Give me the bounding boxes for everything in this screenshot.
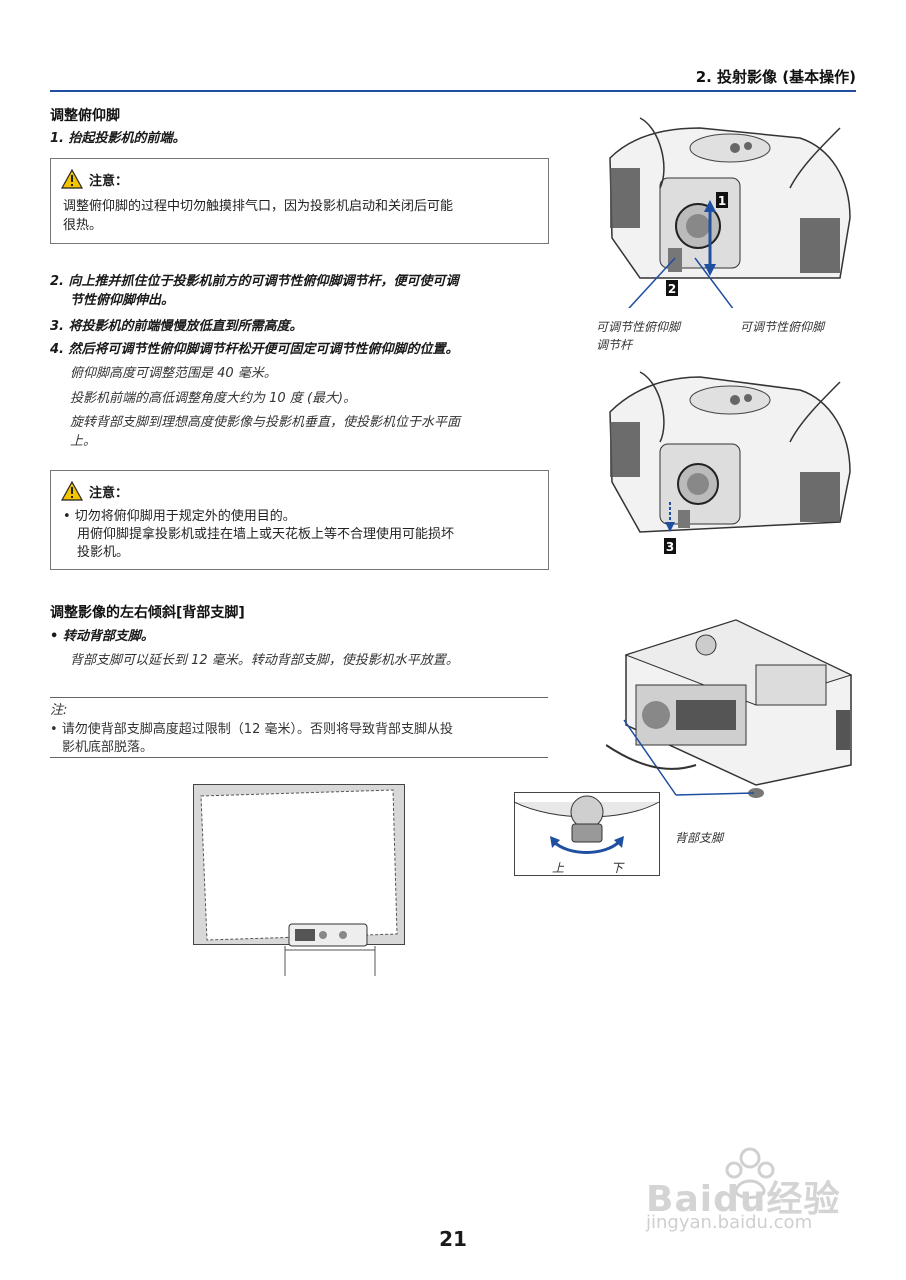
sub-text-angle: 投影机前端的高低调整角度大约为 10 度 (最大)。 <box>70 391 357 406</box>
step-4: 4. 然后将可调节性俯仰脚调节杆松开便可固定可调节性俯仰脚的位置。 <box>50 342 459 357</box>
step-1: 1. 抬起投影机的前端。 <box>50 131 186 146</box>
step-2-line1: 2. 向上推并抓住位于投影机前方的可调节性俯仰脚调节杆，便可使可调 <box>50 274 459 289</box>
projector-lowered-figure: 3 <box>609 371 851 554</box>
note-line1: • 请勿使背部支脚高度超过限制（12 毫米）。否则将导致背部支脚从投 <box>50 722 453 737</box>
bullet-rotate-rear-foot: • 转动背部支脚。 <box>50 629 154 644</box>
caution2-bullet-line1: • 切勿将俯仰脚用于规定外的使用目的。 <box>63 509 296 524</box>
projector-front-tilt-figure: 1 2 <box>609 117 851 308</box>
note-label: 注: <box>50 703 68 718</box>
knob-down-label: 下 <box>611 861 624 875</box>
baidu-watermark-logo <box>725 1147 775 1199</box>
sub-text-rotate-line2: 上。 <box>70 434 97 449</box>
caution-box-2: 注意： • 切勿将俯仰脚用于规定外的使用目的。 用俯仰脚提拿投影机或挂在墙上或天… <box>50 470 549 570</box>
note-bottom-rule <box>50 757 548 758</box>
caution-text-line1: 调整俯仰脚的过程中切勿触摸排气口，因为投影机启动和关闭后可能 <box>63 199 454 214</box>
caution-box-1: 注意： 调整俯仰脚的过程中切勿触摸排气口，因为投影机启动和关闭后可能 很热。 <box>50 158 549 244</box>
caption-rear-foot: 背部支脚 <box>675 831 724 845</box>
figure-step-3-label: 3 <box>666 540 674 554</box>
knob-up-label: 上 <box>552 861 565 875</box>
warning-icon <box>61 481 83 501</box>
caption-tilt-foot: 可调节性俯仰脚 <box>740 320 825 334</box>
projector-rear-foot-figure <box>606 619 853 798</box>
watermark-url: jingyan.baidu.com <box>646 1212 813 1233</box>
step-2-line2: 节性俯仰脚伸出。 <box>70 293 175 308</box>
screen-tilt-figure <box>193 784 405 976</box>
sub-text-rear-foot: 背部支脚可以延长到 12 毫米。转动背部支脚，使投影机水平放置。 <box>70 653 459 668</box>
caption-tilt-lever-line1: 可调节性俯仰脚 <box>596 320 681 334</box>
figure-step-1-label: 1 <box>718 194 726 208</box>
caution-heading: 注意： <box>61 169 128 189</box>
caption-tilt-lever-line2: 调节杆 <box>596 338 633 352</box>
sub-text-range: 俯仰脚高度可调整范围是 40 毫米。 <box>70 366 277 381</box>
section-heading-rear-foot: 调整影像的左右倾斜[背部支脚] <box>50 605 245 621</box>
caution-label: 注意： <box>89 173 129 189</box>
note-top-rule <box>50 697 548 698</box>
rear-foot-knob-detail <box>514 792 660 876</box>
note-line2: 影机底部脱落。 <box>62 740 154 755</box>
section-heading-tilt-foot: 调整俯仰脚 <box>50 108 120 124</box>
figure-step-2-label: 2 <box>668 282 676 296</box>
warning-icon <box>61 169 83 189</box>
watermark-brand: Baidu经验 <box>646 1179 841 1220</box>
header-rule <box>50 90 856 92</box>
caution-text-line2: 很热。 <box>63 218 103 233</box>
section-header-title: 2. 投射影像 (基本操作) <box>695 68 856 86</box>
step-3: 3. 将投影机的前端慢慢放低直到所需高度。 <box>50 319 303 334</box>
sub-text-rotate-line1: 旋转背部支脚到理想高度使影像与投影机垂直，使投影机位于水平面 <box>70 415 461 430</box>
caution2-bullet-line2: 用俯仰脚提拿投影机或挂在墙上或天花板上等不合理使用可能损坏 <box>77 527 455 542</box>
caution2-bullet-line3: 投影机。 <box>77 545 130 560</box>
caution-heading: 注意： <box>61 481 128 501</box>
caution-label: 注意： <box>89 485 129 501</box>
page-number: 21 <box>439 1227 467 1251</box>
